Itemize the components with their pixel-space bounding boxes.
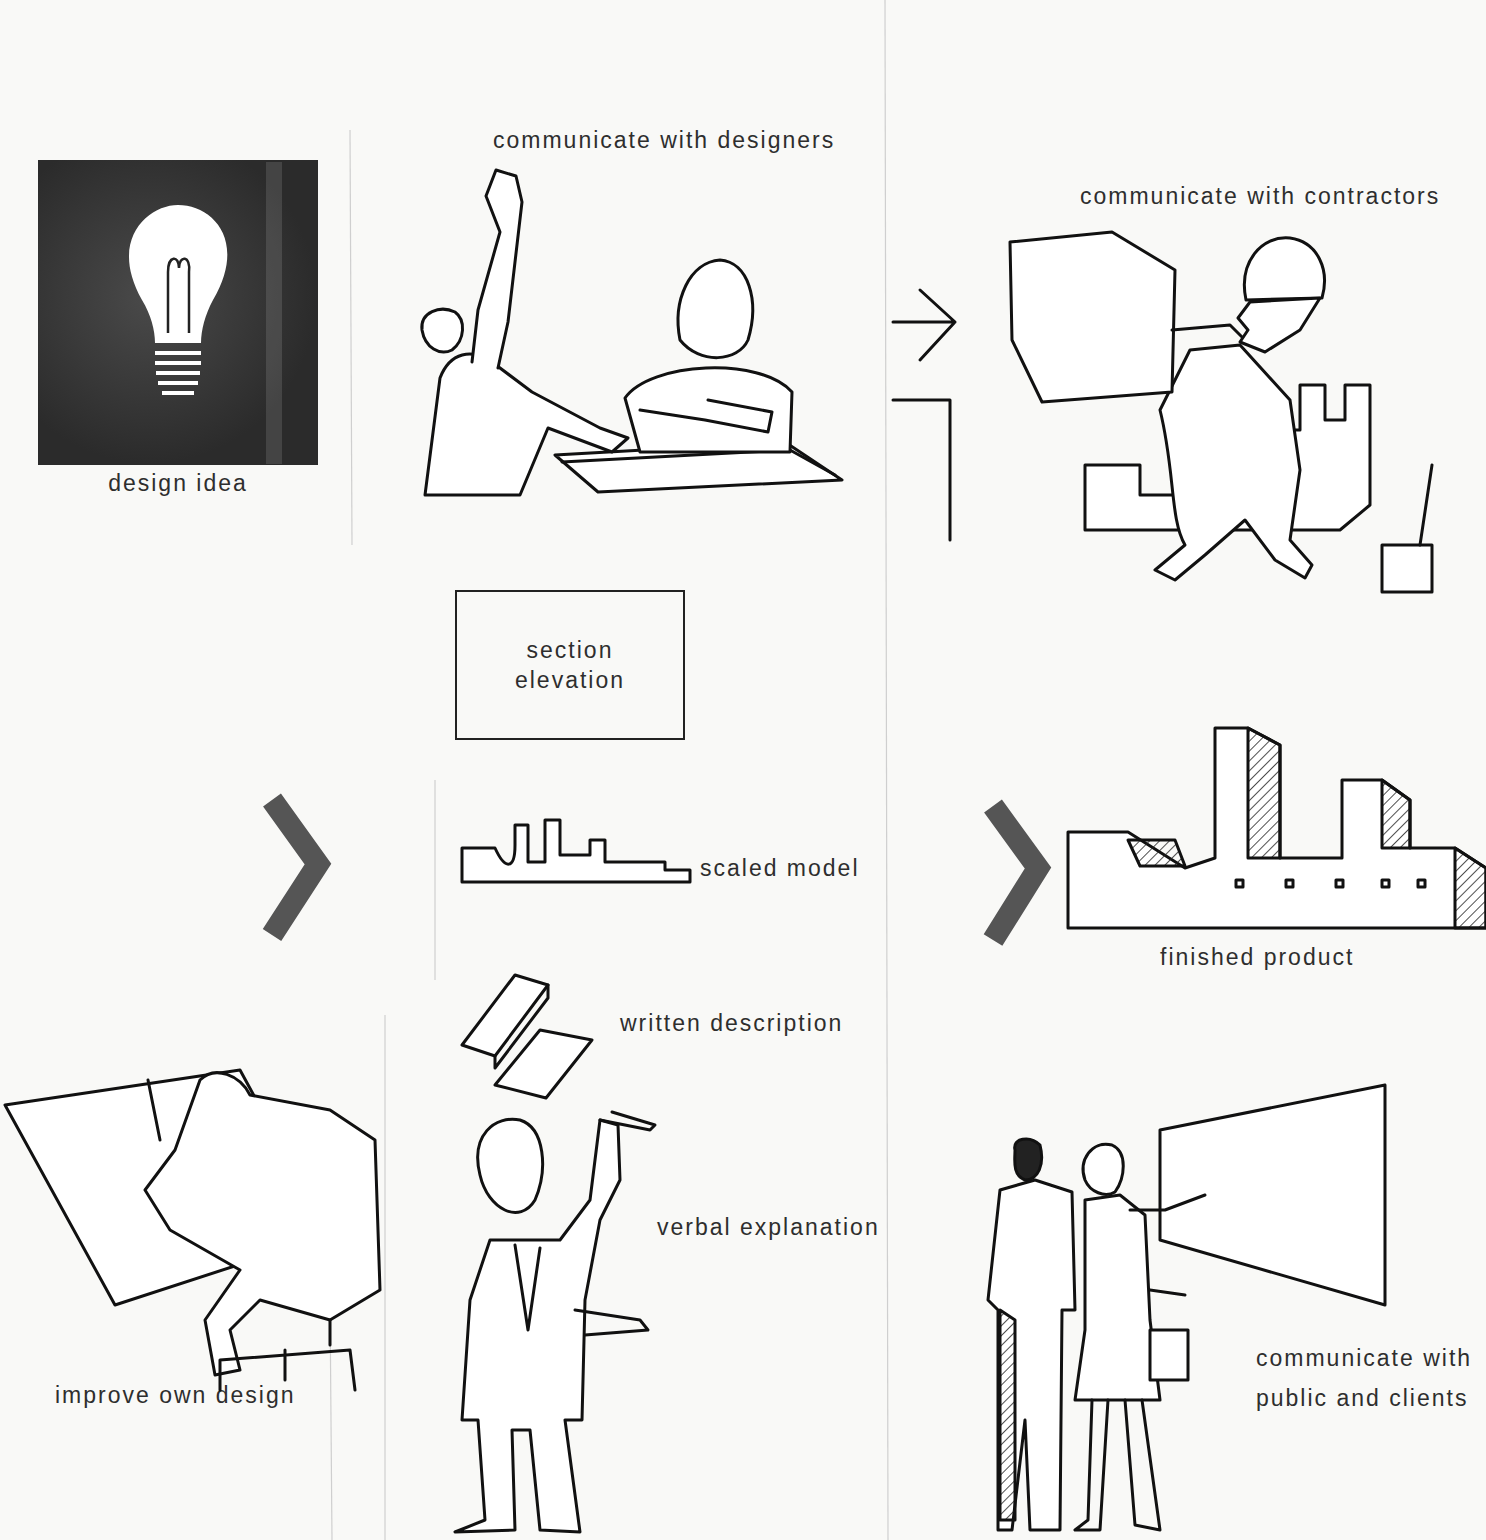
panel-edge bbox=[434, 780, 435, 980]
caption-label: communicate with designers bbox=[493, 127, 835, 154]
crossed-arms bbox=[640, 400, 772, 432]
caption-label: communicate with contractors bbox=[1080, 183, 1440, 210]
bucket bbox=[1382, 545, 1432, 592]
bulb-filament bbox=[168, 259, 189, 333]
chevron-arrow bbox=[893, 290, 955, 360]
pencil bbox=[148, 1080, 160, 1140]
bulb-thread bbox=[158, 381, 198, 385]
hatched-face bbox=[1455, 848, 1486, 928]
speaker-head bbox=[478, 1119, 543, 1212]
bulb-thread bbox=[155, 361, 201, 365]
hatched-face bbox=[1382, 780, 1410, 848]
panel-edges bbox=[330, 0, 888, 1540]
contractor-body bbox=[1155, 345, 1312, 580]
bulb-thread bbox=[156, 371, 200, 375]
arrow-head bbox=[272, 800, 318, 935]
caption-label: improve own design bbox=[55, 1382, 296, 1409]
window bbox=[1418, 880, 1425, 887]
panel-edge bbox=[350, 130, 352, 545]
arrow-shaft bbox=[110, 853, 300, 879]
raised-hand bbox=[600, 1112, 655, 1130]
book bbox=[495, 1030, 592, 1098]
book bbox=[462, 975, 548, 1056]
light-bulb bbox=[129, 205, 227, 393]
presenter-head bbox=[1083, 1144, 1123, 1194]
window bbox=[1382, 880, 1389, 887]
caption-label: finished product bbox=[1160, 944, 1354, 971]
drafting-board bbox=[5, 1070, 330, 1305]
bulb-thread bbox=[162, 391, 194, 395]
chair-legs bbox=[220, 1320, 355, 1390]
bulb-thread bbox=[155, 351, 201, 355]
panel-edge bbox=[330, 1300, 332, 1540]
presenter-legs bbox=[1075, 1400, 1160, 1530]
presentation-board bbox=[1160, 1085, 1385, 1305]
node-text: design idea bbox=[38, 470, 318, 497]
line-drawings bbox=[5, 170, 1486, 1532]
arrow-shaft bbox=[898, 855, 1020, 881]
node-text: section elevation bbox=[505, 635, 635, 695]
panel-edge bbox=[885, 0, 888, 1540]
paper-edge bbox=[562, 450, 835, 475]
bucket-stick bbox=[1420, 465, 1432, 545]
hard-hat bbox=[1244, 238, 1324, 300]
speaker-body bbox=[455, 1120, 620, 1532]
building-outline bbox=[1085, 385, 1370, 530]
building-outline bbox=[1068, 728, 1486, 928]
client-head bbox=[1015, 1139, 1042, 1180]
designer-head bbox=[422, 309, 463, 352]
briefcase bbox=[1150, 1290, 1188, 1380]
open-hand bbox=[575, 1310, 648, 1335]
contractor-face bbox=[1238, 298, 1320, 352]
window bbox=[1236, 880, 1243, 887]
caption-label: written description bbox=[620, 1010, 843, 1037]
window bbox=[1336, 880, 1343, 887]
hatched-face bbox=[1248, 728, 1280, 858]
paper-sheet bbox=[555, 442, 842, 492]
caption-label: verbal explanation bbox=[657, 1214, 880, 1241]
tie bbox=[515, 1245, 540, 1330]
process-arrows bbox=[110, 800, 1038, 940]
pointing-arm bbox=[1130, 1195, 1205, 1210]
client-body bbox=[988, 1180, 1075, 1530]
arrow-head bbox=[993, 806, 1038, 940]
idea-panel: design idea bbox=[38, 160, 318, 465]
designer-head bbox=[678, 260, 753, 358]
book-spine bbox=[495, 985, 548, 1068]
presenter-body bbox=[1075, 1195, 1160, 1400]
hatched-stairs bbox=[1128, 840, 1185, 866]
texture-streak bbox=[266, 162, 282, 464]
caption-label: communicate with public and clients bbox=[1256, 1338, 1486, 1418]
drawing-type-box: section elevation bbox=[455, 590, 685, 740]
contractor-arm bbox=[1172, 325, 1250, 345]
window bbox=[1286, 880, 1293, 887]
designer-arm bbox=[472, 170, 522, 368]
model-outline bbox=[462, 820, 690, 882]
drafter-body bbox=[145, 1073, 380, 1375]
client-shadow bbox=[1000, 1310, 1015, 1520]
bulb-glass bbox=[129, 205, 227, 343]
caption-label: scaled model bbox=[700, 855, 860, 882]
designer-body bbox=[625, 368, 792, 452]
designer-body bbox=[425, 354, 628, 495]
bulb-base bbox=[155, 353, 201, 393]
panel-edge bbox=[384, 1015, 385, 1540]
drawing-sheet bbox=[1010, 232, 1175, 402]
bracket-line bbox=[893, 400, 950, 540]
